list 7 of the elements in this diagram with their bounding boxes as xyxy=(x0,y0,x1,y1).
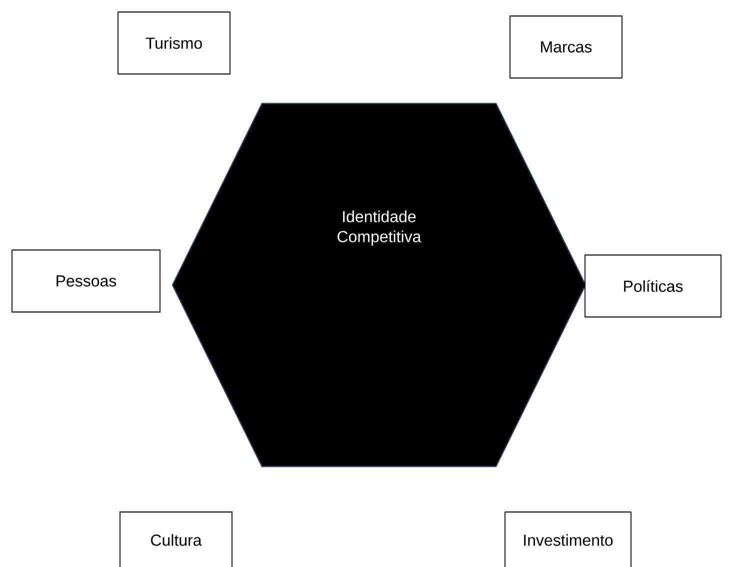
text-box: Turismo xyxy=(118,12,230,74)
text-box: Cultura xyxy=(120,512,232,567)
hexagon: Identidade Competitiva xyxy=(172,102,586,468)
text-box: Pessoas xyxy=(12,250,160,312)
text-box: Investimento xyxy=(504,512,632,567)
text-box: Marcas xyxy=(510,16,622,78)
text-box: Políticas xyxy=(584,254,722,318)
